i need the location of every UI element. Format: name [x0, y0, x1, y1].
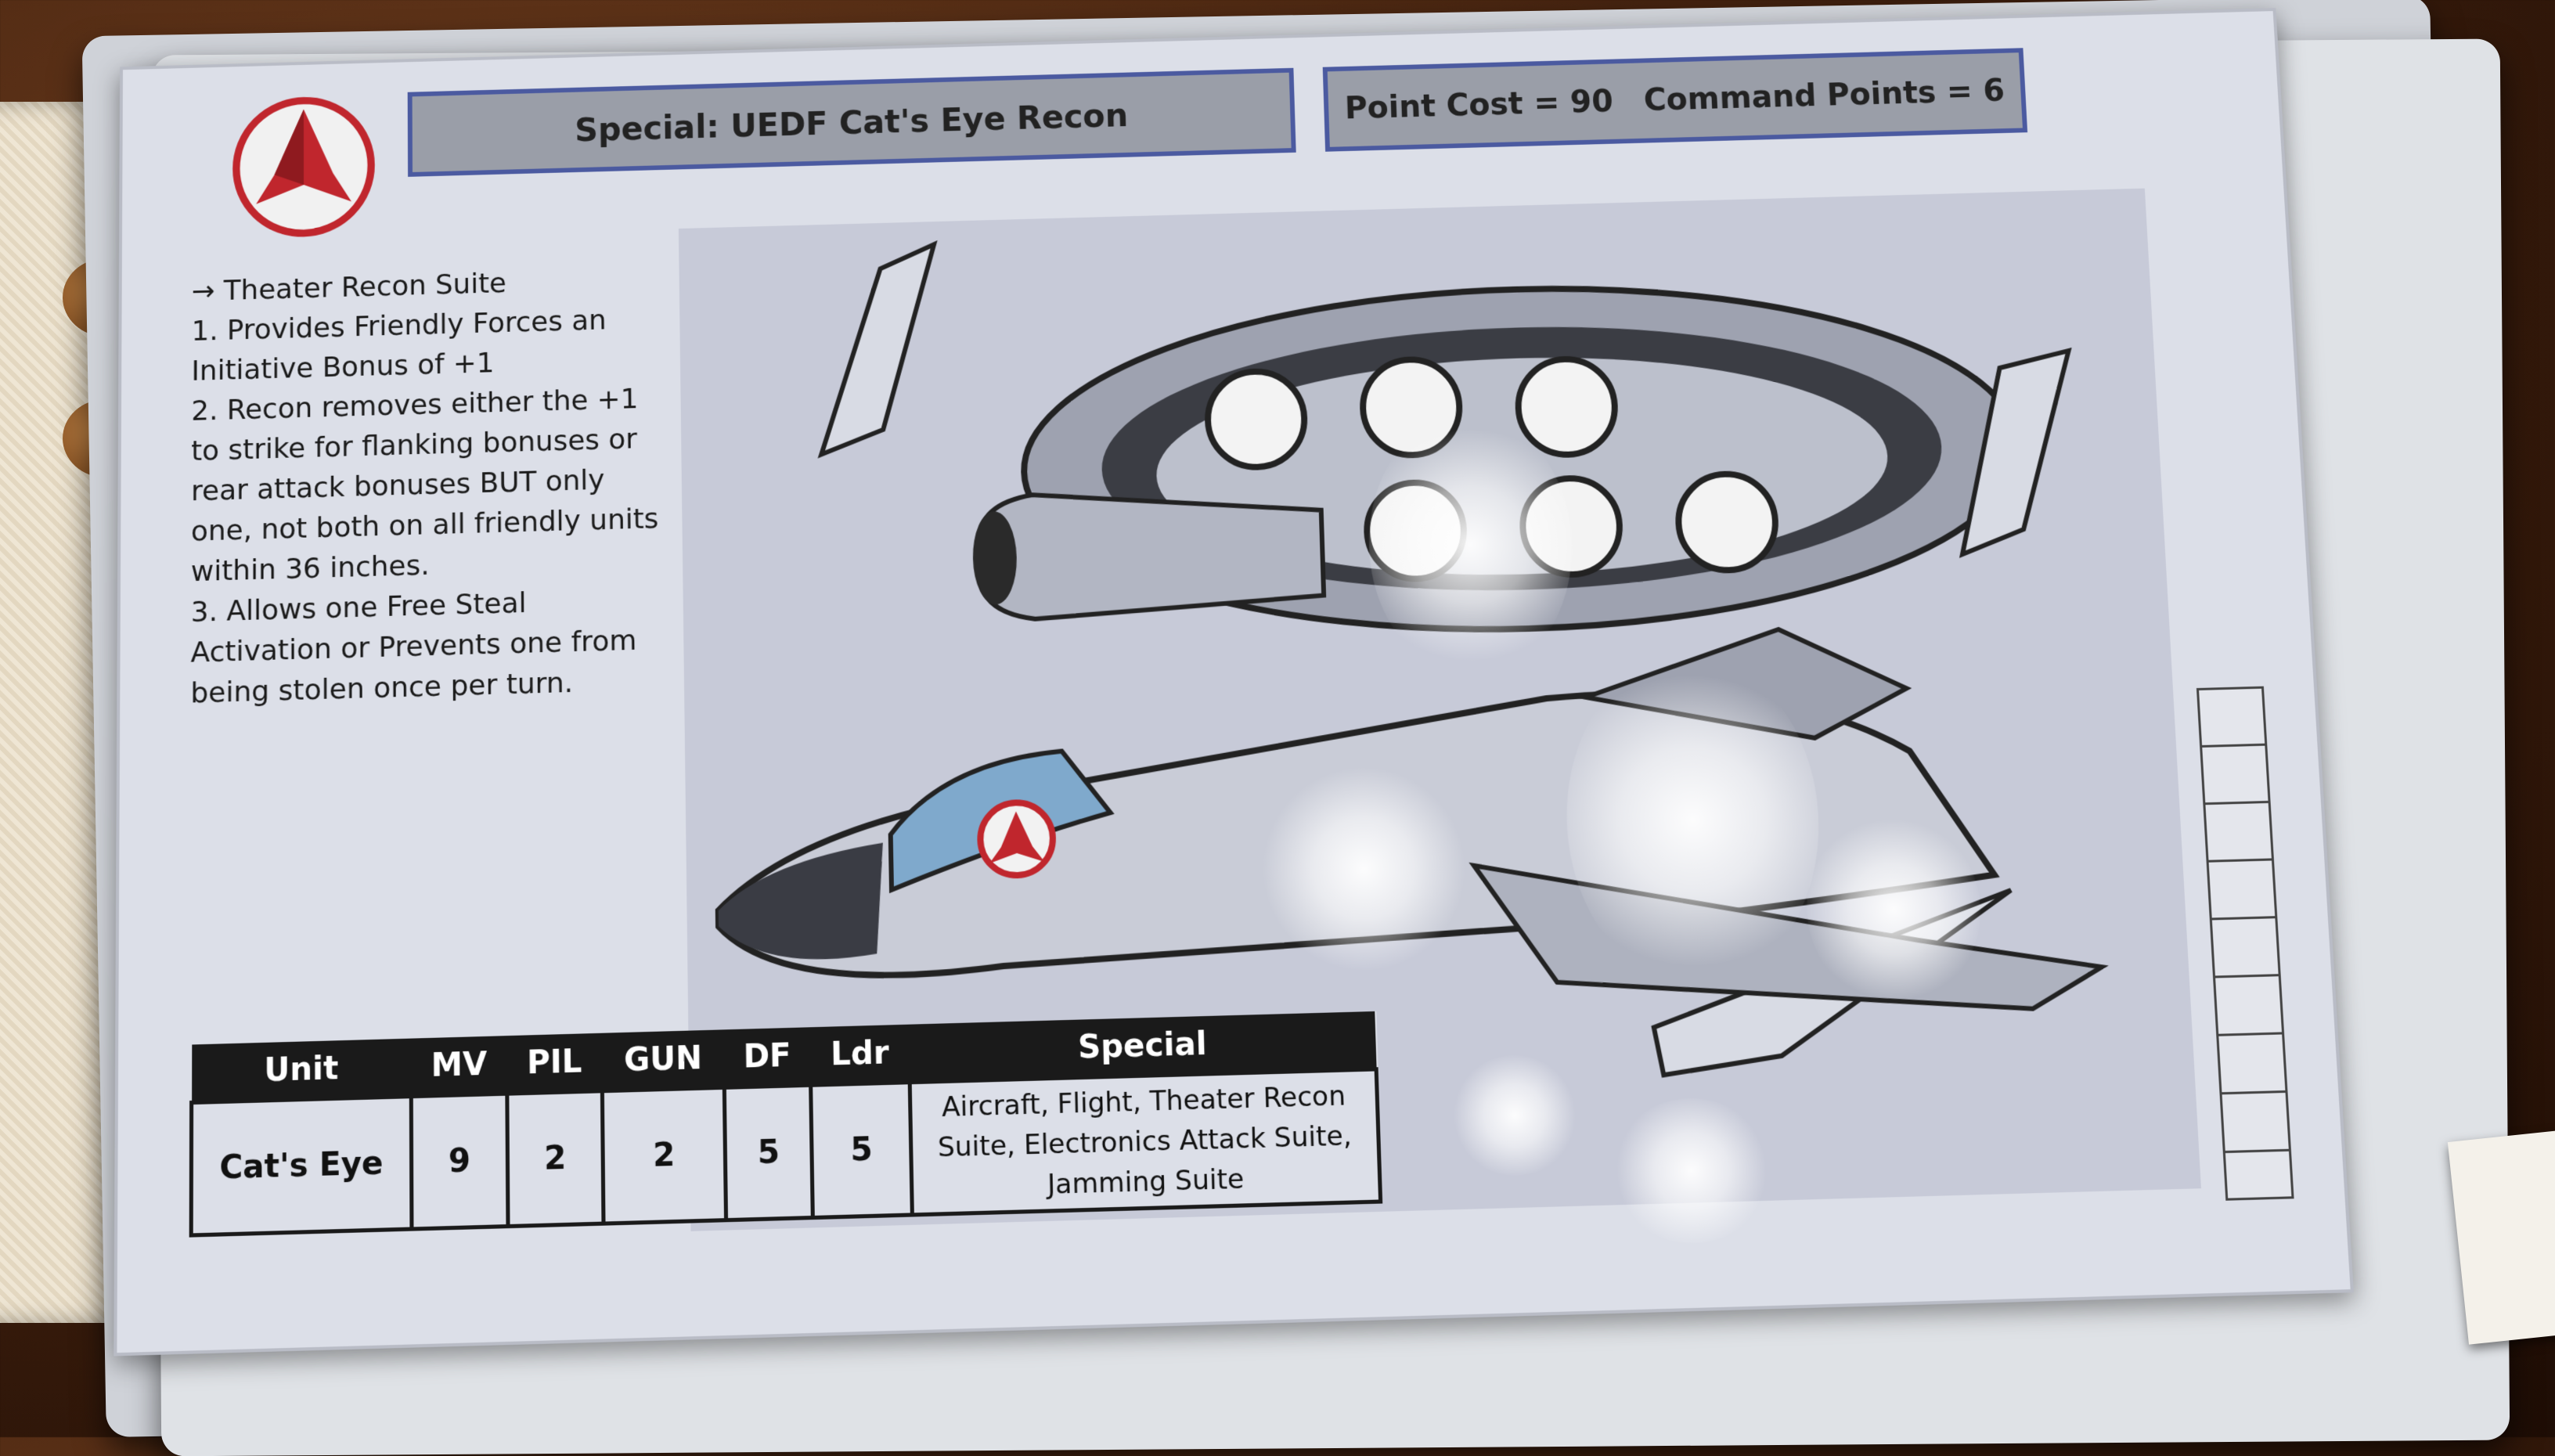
card-title-text: Special: UEDF Cat's Eye Recon — [575, 96, 1129, 149]
damage-track — [2196, 687, 2294, 1201]
col-df: DF — [723, 1027, 810, 1087]
rule-item: 3. Allows one Free Steal Activation or P… — [190, 579, 661, 714]
cell-ldr: 5 — [811, 1083, 912, 1218]
col-ldr: Ldr — [810, 1025, 910, 1086]
col-pil: PIL — [506, 1033, 602, 1094]
rule-item: 2. Recon removes either the +1 to strike… — [191, 379, 660, 593]
unit-card[interactable]: Special: UEDF Cat's Eye Recon Point Cost… — [114, 8, 2354, 1356]
cell-special: Aircraft, Flight, Theater Recon Suite, E… — [910, 1069, 1380, 1215]
col-mv: MV — [411, 1036, 507, 1096]
cell-gun: 2 — [602, 1087, 726, 1224]
stat-table: Unit MV PIL GUN DF Ldr Special Cat's Eye… — [189, 1011, 1383, 1238]
col-unit: Unit — [192, 1039, 412, 1103]
cost-header: Point Cost = 90 Command Points = 6 — [1323, 48, 2027, 151]
special-rules: → Theater Recon Suite 1. Provides Friend… — [190, 260, 661, 715]
cell-pil: 2 — [507, 1091, 604, 1227]
rule-item: 1. Provides Friendly Forces an Initiativ… — [191, 299, 657, 391]
command-points: Command Points = 6 — [1643, 74, 2005, 118]
col-gun: GUN — [602, 1029, 725, 1090]
card-title: Special: UEDF Cat's Eye Recon — [408, 68, 1296, 177]
point-cost: Point Cost = 90 — [1344, 84, 1613, 126]
cell-df: 5 — [724, 1085, 813, 1220]
cell-mv: 9 — [411, 1094, 508, 1229]
un-spacy-logo-icon — [230, 93, 377, 241]
cell-unit: Cat's Eye — [191, 1097, 412, 1235]
